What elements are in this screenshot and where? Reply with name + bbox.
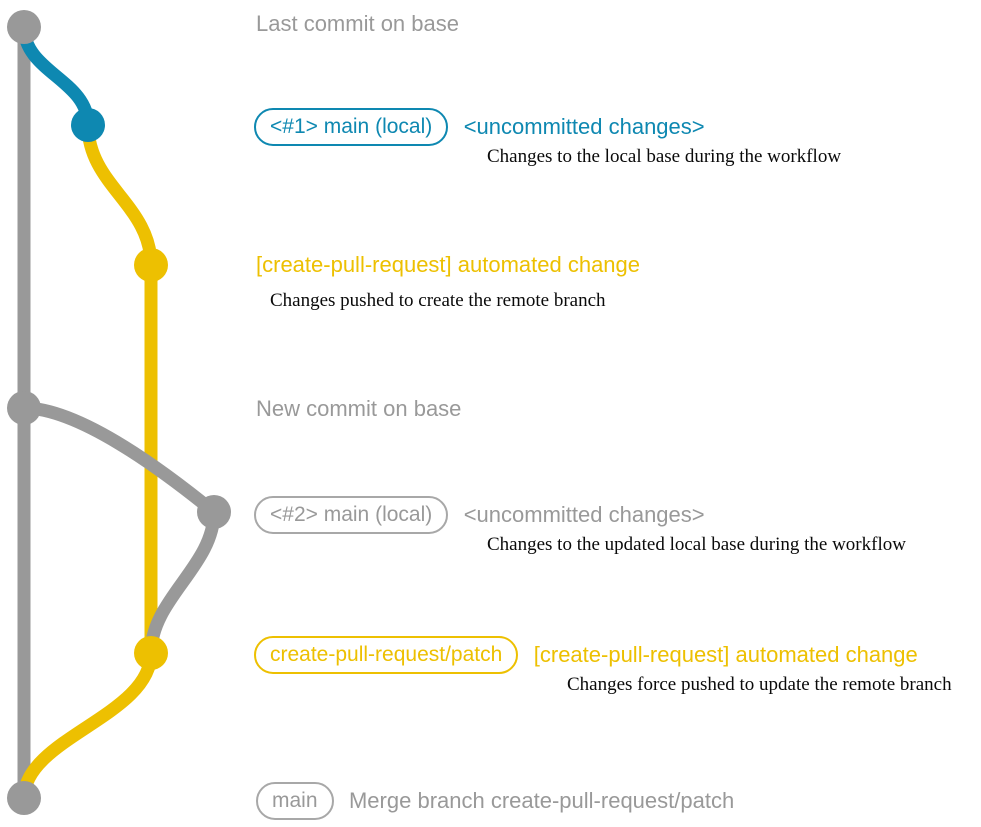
commit-subject: Merge branch create-pull-request/patch <box>348 788 735 813</box>
commit-nodes <box>7 10 231 815</box>
commit-node-base-last[interactable] <box>7 10 41 44</box>
commit-node-base-merge[interactable] <box>7 781 41 815</box>
commit-subject: <uncommitted changes> <box>463 502 705 527</box>
commit-subject: Last commit on base <box>256 11 459 36</box>
branch-pill-create-pull-request-patch[interactable]: create-pull-request/patch <box>254 636 519 674</box>
commit-subject: <uncommitted changes> <box>463 114 705 139</box>
commit-row-automated-change-2: create-pull-request/patch [create-pull-r… <box>254 636 918 674</box>
commit-node-patch-create[interactable] <box>134 248 168 282</box>
commit-node-local-2[interactable] <box>197 495 231 529</box>
commit-row-last-commit-on-base: Last commit on base <box>256 12 459 36</box>
commit-row-uncommitted-changes-1: <#1> main (local) <uncommitted changes> <box>254 108 705 146</box>
commit-node-patch-force[interactable] <box>134 636 168 670</box>
commit-note-automated-change-2: Changes force pushed to update the remot… <box>567 674 952 695</box>
commit-note-uncommitted-changes-1: Changes to the local base during the wor… <box>487 146 842 167</box>
edge-local1-to-patch <box>81 118 158 272</box>
commit-node-local-1[interactable] <box>71 108 105 142</box>
commit-subject: New commit on base <box>256 396 462 421</box>
edge-basenew-to-local2 <box>17 401 221 519</box>
commit-note-automated-change-1: Changes pushed to create the remote bran… <box>270 290 606 311</box>
branch-pill-main[interactable]: main <box>256 782 334 820</box>
edge-local2-to-patchforce <box>144 505 221 660</box>
commit-row-merge-branch: main Merge branch create-pull-request/pa… <box>256 782 734 820</box>
commit-row-automated-change-1: [create-pull-request] automated change <box>256 253 640 277</box>
commit-row-uncommitted-changes-2: <#2> main (local) <uncommitted changes> <box>254 496 705 534</box>
commit-row-new-commit-on-base: New commit on base <box>256 397 461 421</box>
commit-node-base-new[interactable] <box>7 391 41 425</box>
branch-pill-main-local-1[interactable]: <#1> main (local) <box>254 108 449 146</box>
edge-patchforce-to-merge <box>17 646 158 805</box>
commit-subject: [create-pull-request] automated change <box>533 642 918 667</box>
branch-pill-main-local-2[interactable]: <#2> main (local) <box>254 496 449 534</box>
commit-note-uncommitted-changes-2: Changes to the updated local base during… <box>487 534 906 555</box>
commit-subject: [create-pull-request] automated change <box>256 252 641 277</box>
